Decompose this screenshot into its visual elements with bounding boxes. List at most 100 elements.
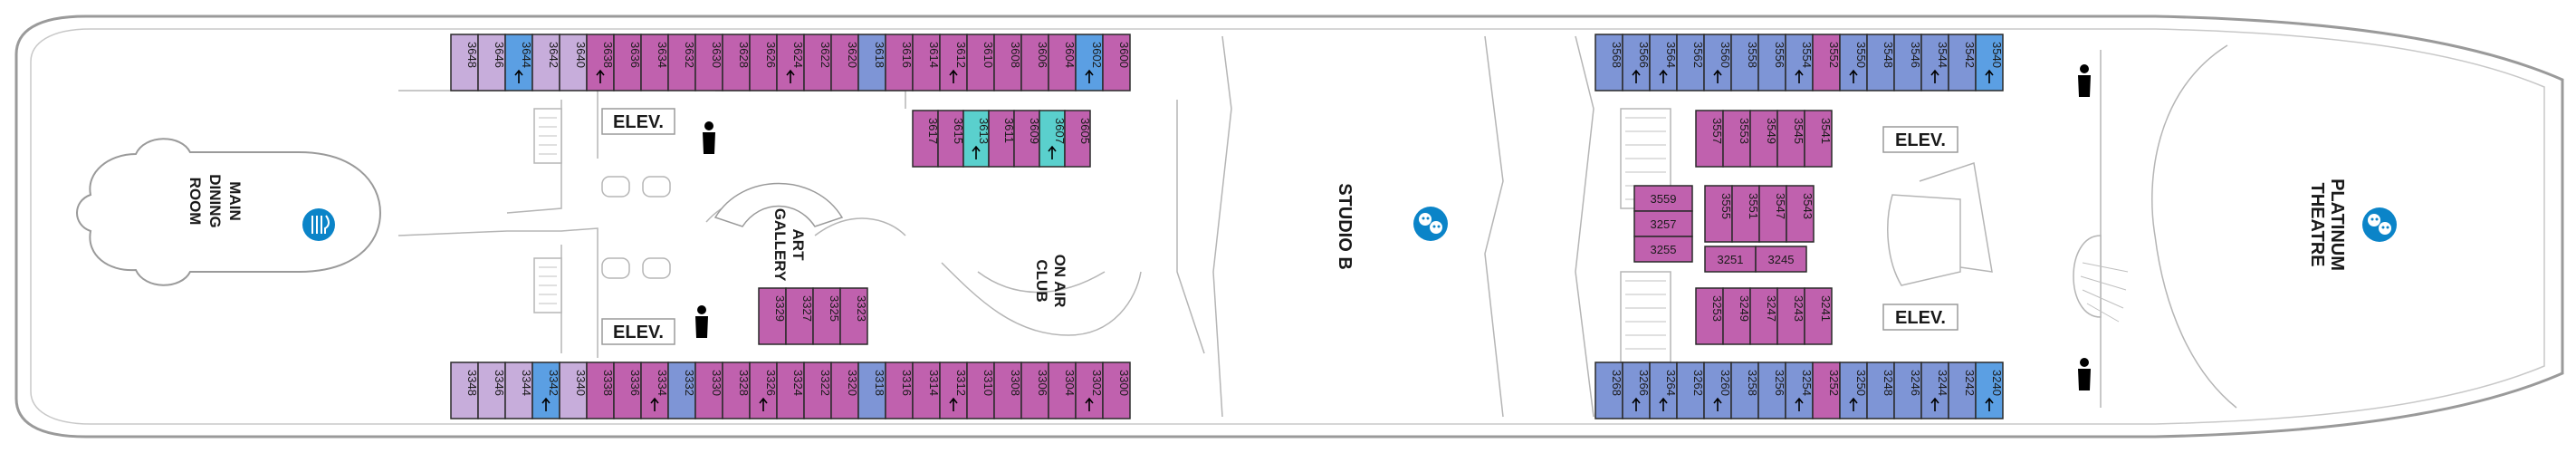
cabin-3302[interactable]: 3302 [1075,361,1104,419]
cabin-3644[interactable]: 3644 [504,34,533,92]
cabin-3626[interactable]: 3626 [749,34,778,92]
cabin-3618[interactable]: 3618 [857,34,886,92]
cabin-3622[interactable]: 3622 [803,34,832,92]
cabin-3607[interactable]: 3607 [1039,110,1067,168]
cabin-3256[interactable]: 3256 [1757,361,1786,419]
cabin-3617[interactable]: 3617 [912,110,940,168]
cabin-3557[interactable]: 3557 [1695,110,1724,168]
cabin-3566[interactable]: 3566 [1622,34,1651,92]
cabin-3254[interactable]: 3254 [1785,361,1814,419]
cabin-3257[interactable]: 3257 [1633,210,1693,237]
cabin-3620[interactable]: 3620 [830,34,859,92]
cabin-3242[interactable]: 3242 [1948,361,1977,419]
cabin-3602[interactable]: 3602 [1075,34,1104,92]
cabin-3606[interactable]: 3606 [1020,34,1049,92]
cabin-3610[interactable]: 3610 [966,34,995,92]
cabin-3300[interactable]: 3300 [1102,361,1131,419]
cabin-3541[interactable]: 3541 [1804,110,1833,168]
cabin-3252[interactable]: 3252 [1812,361,1841,419]
cabin-3636[interactable]: 3636 [613,34,642,92]
cabin-3545[interactable]: 3545 [1776,110,1805,168]
cabin-3560[interactable]: 3560 [1703,34,1732,92]
cabin-3342[interactable]: 3342 [531,361,560,419]
cabin-3550[interactable]: 3550 [1839,34,1868,92]
cabin-3336[interactable]: 3336 [613,361,642,419]
cabin-3558[interactable]: 3558 [1730,34,1759,92]
cabin-3314[interactable]: 3314 [912,361,941,419]
cabin-3250[interactable]: 3250 [1839,361,1868,419]
cabin-3308[interactable]: 3308 [993,361,1022,419]
cabin-3318[interactable]: 3318 [857,361,886,419]
cabin-3616[interactable]: 3616 [885,34,914,92]
cabin-3327[interactable]: 3327 [785,287,814,345]
cabin-3244[interactable]: 3244 [1920,361,1949,419]
cabin-3640[interactable]: 3640 [559,34,588,92]
cabin-3638[interactable]: 3638 [586,34,615,92]
cabin-3624[interactable]: 3624 [776,34,805,92]
cabin-3251[interactable]: 3251 [1704,246,1757,273]
cabin-3304[interactable]: 3304 [1048,361,1077,419]
cabin-3344[interactable]: 3344 [504,361,533,419]
cabin-3613[interactable]: 3613 [962,110,991,168]
cabin-3614[interactable]: 3614 [912,34,941,92]
cabin-3241[interactable]: 3241 [1804,287,1833,345]
cabin-3260[interactable]: 3260 [1703,361,1732,419]
cabin-3600[interactable]: 3600 [1102,34,1131,92]
cabin-3310[interactable]: 3310 [966,361,995,419]
cabin-3543[interactable]: 3543 [1786,185,1815,243]
cabin-3551[interactable]: 3551 [1731,185,1760,243]
cabin-3546[interactable]: 3546 [1893,34,1922,92]
cabin-3326[interactable]: 3326 [749,361,778,419]
cabin-3605[interactable]: 3605 [1064,110,1092,168]
cabin-3542[interactable]: 3542 [1948,34,1977,92]
cabin-3325[interactable]: 3325 [812,287,841,345]
cabin-3604[interactable]: 3604 [1048,34,1077,92]
cabin-3320[interactable]: 3320 [830,361,859,419]
cabin-3564[interactable]: 3564 [1649,34,1678,92]
cabin-3628[interactable]: 3628 [722,34,751,92]
cabin-3540[interactable]: 3540 [1975,34,2004,92]
cabin-3334[interactable]: 3334 [640,361,669,419]
cabin-3328[interactable]: 3328 [722,361,751,419]
cabin-3611[interactable]: 3611 [988,110,1016,168]
cabin-3544[interactable]: 3544 [1920,34,1949,92]
cabin-3554[interactable]: 3554 [1785,34,1814,92]
cabin-3612[interactable]: 3612 [939,34,968,92]
cabin-3240[interactable]: 3240 [1975,361,2004,419]
cabin-3634[interactable]: 3634 [640,34,669,92]
cabin-3608[interactable]: 3608 [993,34,1022,92]
cabin-3548[interactable]: 3548 [1866,34,1895,92]
cabin-3559[interactable]: 3559 [1633,185,1693,212]
cabin-3246[interactable]: 3246 [1893,361,1922,419]
cabin-3322[interactable]: 3322 [803,361,832,419]
cabin-3245[interactable]: 3245 [1755,246,1807,273]
cabin-3247[interactable]: 3247 [1749,287,1778,345]
cabin-3332[interactable]: 3332 [667,361,696,419]
cabin-3562[interactable]: 3562 [1676,34,1705,92]
cabin-3632[interactable]: 3632 [667,34,696,92]
cabin-3556[interactable]: 3556 [1757,34,1786,92]
cabin-3642[interactable]: 3642 [531,34,560,92]
cabin-3547[interactable]: 3547 [1758,185,1787,243]
cabin-3255[interactable]: 3255 [1633,236,1693,263]
cabin-3630[interactable]: 3630 [694,34,723,92]
cabin-3258[interactable]: 3258 [1730,361,1759,419]
cabin-3338[interactable]: 3338 [586,361,615,419]
cabin-3306[interactable]: 3306 [1020,361,1049,419]
cabin-3323[interactable]: 3323 [839,287,868,345]
cabin-3555[interactable]: 3555 [1704,185,1733,243]
cabin-3549[interactable]: 3549 [1749,110,1778,168]
cabin-3249[interactable]: 3249 [1722,287,1751,345]
cabin-3330[interactable]: 3330 [694,361,723,419]
cabin-3316[interactable]: 3316 [885,361,914,419]
cabin-3248[interactable]: 3248 [1866,361,1895,419]
cabin-3648[interactable]: 3648 [450,34,479,92]
cabin-3346[interactable]: 3346 [477,361,506,419]
cabin-3615[interactable]: 3615 [937,110,965,168]
cabin-3312[interactable]: 3312 [939,361,968,419]
cabin-3262[interactable]: 3262 [1676,361,1705,419]
cabin-3264[interactable]: 3264 [1649,361,1678,419]
cabin-3553[interactable]: 3553 [1722,110,1751,168]
cabin-3552[interactable]: 3552 [1812,34,1841,92]
cabin-3324[interactable]: 3324 [776,361,805,419]
